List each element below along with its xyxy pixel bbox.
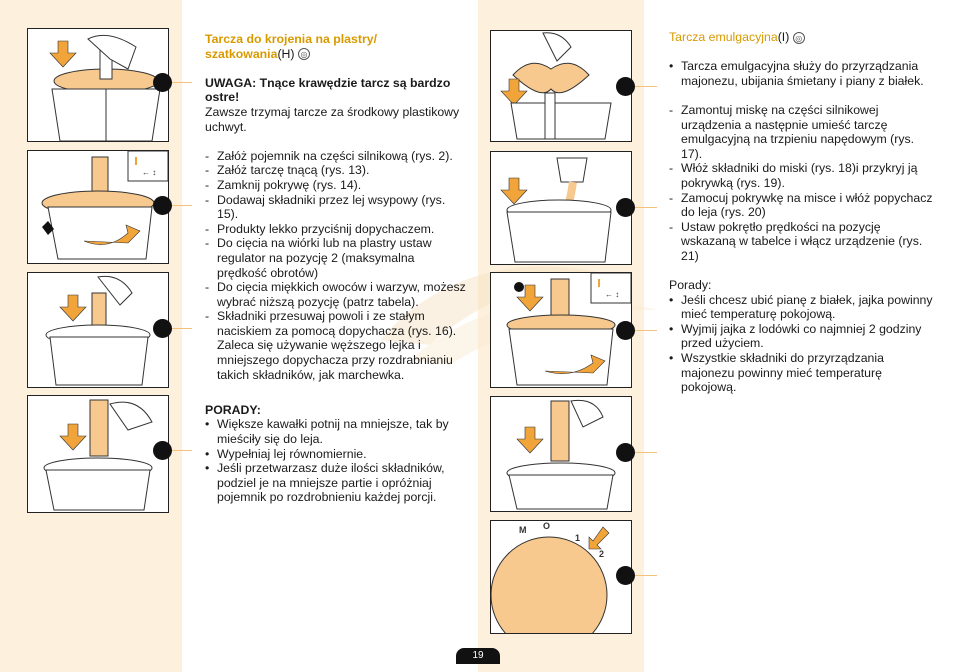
list-item: •Tarcza emulgacyjna służy do przyrządzan… (669, 59, 924, 88)
dial-label: O (543, 521, 550, 531)
figure-18 (490, 151, 632, 265)
leader-line (172, 82, 192, 83)
list-item: •Jeśli przetwarzasz duże ilości składnik… (205, 461, 445, 505)
warning: UWAGA: Tnące krawędzie tarcz są bardzo o… (205, 75, 451, 105)
figure-17 (490, 30, 632, 142)
disc-symbol-icon: ◎ (792, 31, 805, 44)
left-column: Tarcza do krojenia na plastry/ szatkowan… (205, 32, 467, 505)
figure-15 (27, 272, 169, 388)
tips-heading: Porady: (669, 278, 712, 293)
callout-marker (616, 443, 635, 462)
list-item: •Wypełniaj lej równomiernie. (205, 446, 367, 461)
callout-marker (153, 73, 172, 92)
list-item: -Ustaw pokrętło prędkości na pozycję wsk… (669, 219, 923, 263)
section-title-slicing-disc: Tarcza do krojenia na plastry/ szatkowan… (205, 32, 377, 61)
svg-text:← ↕: ← ↕ (142, 168, 156, 177)
list-item: -Zamocuj pokrywkę na misce i włóż popych… (669, 190, 933, 220)
list-item: -Załóż tarczę tnącą (rys. 13). (205, 163, 370, 178)
leader-line (172, 450, 192, 451)
list-item: -Zamontuj miskę na części silnikowej urz… (669, 102, 915, 161)
list-item: -Załóż pojemnik na części silnikową (rys… (205, 148, 453, 163)
right-steps: -Zamontuj miskę na części silnikowej urz… (669, 103, 937, 264)
list-item: -Dodawaj składniki przez lej wsypowy (ry… (205, 192, 446, 222)
callout-marker (616, 321, 635, 340)
list-item: -Składniki przesuwaj powoli i ze stałym … (205, 309, 457, 382)
disc-symbol-icon: ◎ (297, 48, 310, 61)
tips-heading: PORADY: (205, 402, 261, 417)
callout-marker (153, 441, 172, 460)
leader-line (635, 452, 657, 453)
callout-marker (153, 319, 172, 338)
figure-13 (27, 28, 169, 142)
leader-line (172, 328, 192, 329)
list-item: •Jeśli chcesz ubić pianę z białek, jajka… (669, 292, 933, 322)
figure-16 (27, 395, 169, 513)
callout-marker (616, 566, 635, 585)
leader-line (172, 205, 192, 206)
list-item: -Do cięcia na wiórki lub na plastry usta… (205, 236, 432, 280)
svg-text:← ↕: ← ↕ (605, 290, 619, 299)
dial-label: 1 (575, 533, 580, 543)
figure-21-speed-dial: M O 1 2 (490, 520, 632, 634)
dial-label: 2 (599, 549, 604, 559)
page-number: 19 (456, 648, 500, 664)
right-tips: •Jeśli chcesz ubić pianę z białek, jajka… (669, 293, 937, 395)
leader-line (635, 86, 657, 87)
section-title-emulsifying-disc: Tarcza emulgacyjna(I) ◎ (669, 30, 937, 45)
figure-19: ← ↕ (490, 272, 632, 388)
figure-20 (490, 396, 632, 512)
callout-marker (616, 198, 635, 217)
callout-marker (616, 77, 635, 96)
left-tips: •Większe kawałki potnij na mniejsze, tak… (205, 417, 467, 505)
list-item: •Wszystkie składniki do przyrządzania ma… (669, 351, 884, 395)
list-item: -Włóż składniki do miski (rys. 18)i przy… (669, 161, 918, 190)
list-item: -Do cięcia miękkich owoców i warzyw, moż… (205, 280, 466, 309)
leader-line (635, 207, 657, 208)
left-steps: -Załóż pojemnik na części silnikową (rys… (205, 149, 467, 383)
callout-marker (153, 196, 172, 215)
warning-body: Zawsze trzymaj tarcze za środkowy plasti… (205, 104, 460, 134)
leader-line (635, 575, 657, 576)
right-column: Tarcza emulgacyjna(I) ◎ •Tarcza emulgacy… (669, 30, 937, 395)
dial-label: M (519, 525, 527, 535)
right-intro: •Tarcza emulgacyjna służy do przyrządzan… (669, 59, 937, 88)
figure-14: ← ↕ (27, 150, 169, 264)
brand-watermark (380, 266, 660, 365)
list-item: •Większe kawałki potnij na mniejsze, tak… (205, 417, 449, 447)
list-item: -Produkty lekko przyciśnij dopychaczem. (205, 221, 435, 236)
list-item: •Wyjmij jajka z lodówki co najmniej 2 go… (669, 321, 922, 351)
list-item: -Zamknij pokrywę (rys. 14). (205, 177, 362, 192)
leader-line (635, 330, 657, 331)
